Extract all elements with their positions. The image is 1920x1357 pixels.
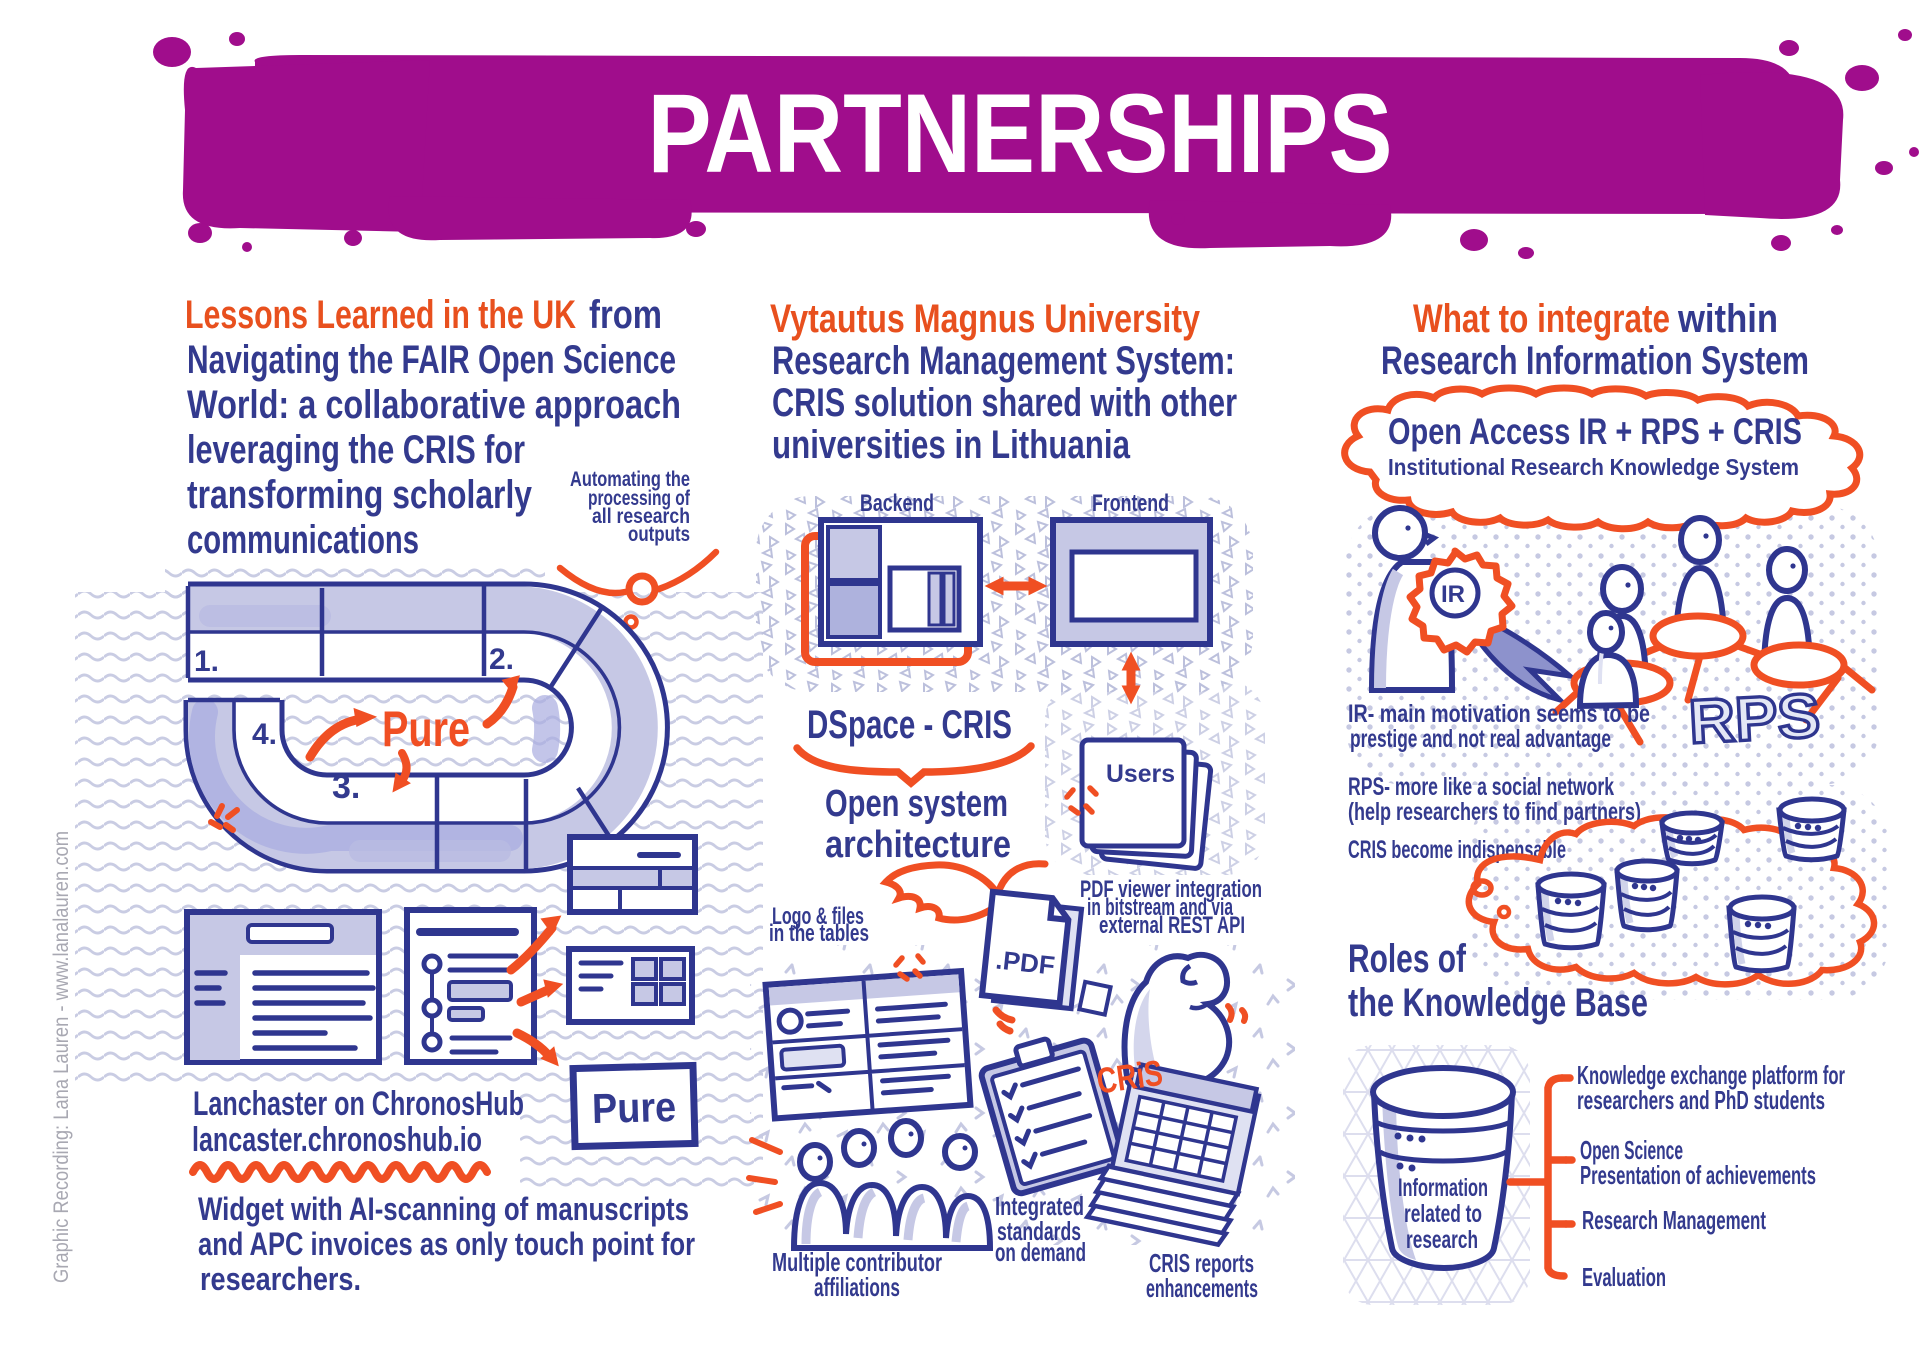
svg-text:Open Access IR + RPS + CRIS: Open Access IR + RPS + CRIS bbox=[1388, 411, 1802, 452]
svg-text:leveraging the CRIS for: leveraging the CRIS for bbox=[187, 428, 525, 472]
svg-text:universities in Lithuania: universities in Lithuania bbox=[772, 423, 1131, 467]
svg-text:related to: related to bbox=[1404, 1200, 1482, 1228]
svg-text:outputs: outputs bbox=[628, 523, 690, 546]
svg-text:CRIS reports: CRIS reports bbox=[1149, 1248, 1254, 1278]
svg-text:from: from bbox=[589, 293, 662, 337]
svg-text:and APC invoices as only touch: and APC invoices as only touch point for bbox=[198, 1226, 695, 1262]
svg-text:3.: 3. bbox=[332, 768, 360, 806]
svg-text:IR- main motivation seems to b: IR- main motivation seems to be bbox=[1348, 700, 1650, 728]
svg-text:Evaluation: Evaluation bbox=[1582, 1262, 1666, 1292]
svg-text:processing of: processing of bbox=[588, 487, 691, 510]
svg-text:researchers and PhD students: researchers and PhD students bbox=[1577, 1085, 1825, 1115]
svg-text:the Knowledge Base: the Knowledge Base bbox=[1348, 981, 1648, 1025]
svg-text:Automating the: Automating the bbox=[570, 468, 690, 491]
svg-text:Institutional Research Knowled: Institutional Research Knowledge System bbox=[1388, 454, 1799, 480]
svg-text:on demand: on demand bbox=[995, 1237, 1086, 1267]
svg-text:in bitstream and via: in bitstream and via bbox=[1087, 894, 1233, 921]
svg-text:1.: 1. bbox=[194, 645, 219, 678]
svg-text:Frontend: Frontend bbox=[1092, 490, 1169, 517]
svg-text:World: a collaborative approac: World: a collaborative approach bbox=[187, 383, 681, 427]
svg-text:prestige and not real advantag: prestige and not real advantage bbox=[1350, 725, 1611, 753]
svg-text:.PDF: .PDF bbox=[994, 945, 1056, 981]
svg-text:Lanchaster on ChronosHub: Lanchaster on ChronosHub bbox=[193, 1085, 524, 1123]
svg-text:Roles of: Roles of bbox=[1348, 937, 1467, 981]
svg-text:lancaster.chronoshub.io: lancaster.chronoshub.io bbox=[192, 1121, 482, 1159]
svg-text:CRiS: CRiS bbox=[1094, 1052, 1165, 1102]
svg-text:What to integrate: What to integrate bbox=[1413, 297, 1670, 341]
svg-text:standards: standards bbox=[997, 1216, 1081, 1246]
svg-text:Navigating the FAIR Open Scien: Navigating the FAIR Open Science bbox=[187, 338, 676, 382]
svg-text:Open system: Open system bbox=[825, 783, 1008, 825]
svg-text:Widget with AI-scanning of man: Widget with AI-scanning of manuscripts bbox=[198, 1191, 689, 1227]
svg-text:Backend: Backend bbox=[860, 490, 934, 517]
svg-text:architecture: architecture bbox=[825, 824, 1011, 866]
svg-text:Research Information System: Research Information System bbox=[1381, 339, 1809, 383]
svg-text:Users: Users bbox=[1106, 760, 1175, 788]
svg-text:researchers.: researchers. bbox=[200, 1261, 361, 1297]
svg-text:Presentation of achievements: Presentation of achievements bbox=[1580, 1160, 1816, 1190]
svg-text:Research Management: Research Management bbox=[1582, 1205, 1766, 1235]
svg-text:in the tables: in the tables bbox=[769, 920, 869, 947]
svg-text:Multiple contributor: Multiple contributor bbox=[772, 1247, 942, 1277]
svg-text:Pure: Pure bbox=[591, 1083, 676, 1132]
svg-text:Information: Information bbox=[1398, 1174, 1488, 1202]
svg-text:PARTNERSHIPS: PARTNERSHIPS bbox=[648, 71, 1393, 196]
svg-text:Pure: Pure bbox=[382, 701, 470, 757]
svg-text:PDF viewer integration: PDF viewer integration bbox=[1080, 876, 1262, 903]
svg-text:transforming scholarly: transforming scholarly bbox=[187, 473, 533, 517]
svg-text:Vytautus Magnus University: Vytautus Magnus University bbox=[770, 297, 1201, 341]
svg-text:Lessons Learned in the UK: Lessons Learned in the UK bbox=[185, 293, 576, 337]
svg-text:enhancements: enhancements bbox=[1146, 1273, 1258, 1303]
svg-text:RPS: RPS bbox=[1687, 681, 1821, 757]
svg-text:communications: communications bbox=[187, 518, 419, 562]
svg-text:Open Science: Open Science bbox=[1580, 1135, 1683, 1165]
svg-text:2.: 2. bbox=[489, 643, 514, 676]
svg-text:all research: all research bbox=[592, 505, 690, 528]
svg-text:DSpace - CRIS: DSpace - CRIS bbox=[807, 703, 1012, 747]
svg-text:4.: 4. bbox=[252, 718, 277, 751]
svg-text:affiliations: affiliations bbox=[814, 1272, 900, 1302]
svg-text:Integrated: Integrated bbox=[995, 1191, 1084, 1221]
svg-text:Graphic Recording: Lana Lauren: Graphic Recording: Lana Lauren - www.lan… bbox=[50, 831, 73, 1283]
svg-text:CRIS solution shared with othe: CRIS solution shared with other bbox=[772, 381, 1237, 425]
svg-text:RPS- more like a social networ: RPS- more like a social network bbox=[1348, 773, 1614, 801]
svg-text:Research Management System:: Research Management System: bbox=[772, 339, 1235, 383]
svg-text:IR: IR bbox=[1441, 581, 1465, 608]
svg-text:research: research bbox=[1406, 1226, 1478, 1254]
svg-text:external REST API: external REST API bbox=[1099, 912, 1245, 939]
svg-text:Knowledge exchange platform fo: Knowledge exchange platform for bbox=[1577, 1060, 1845, 1090]
svg-text:within: within bbox=[1677, 297, 1778, 341]
svg-text:Logo & files: Logo & files bbox=[772, 903, 864, 930]
